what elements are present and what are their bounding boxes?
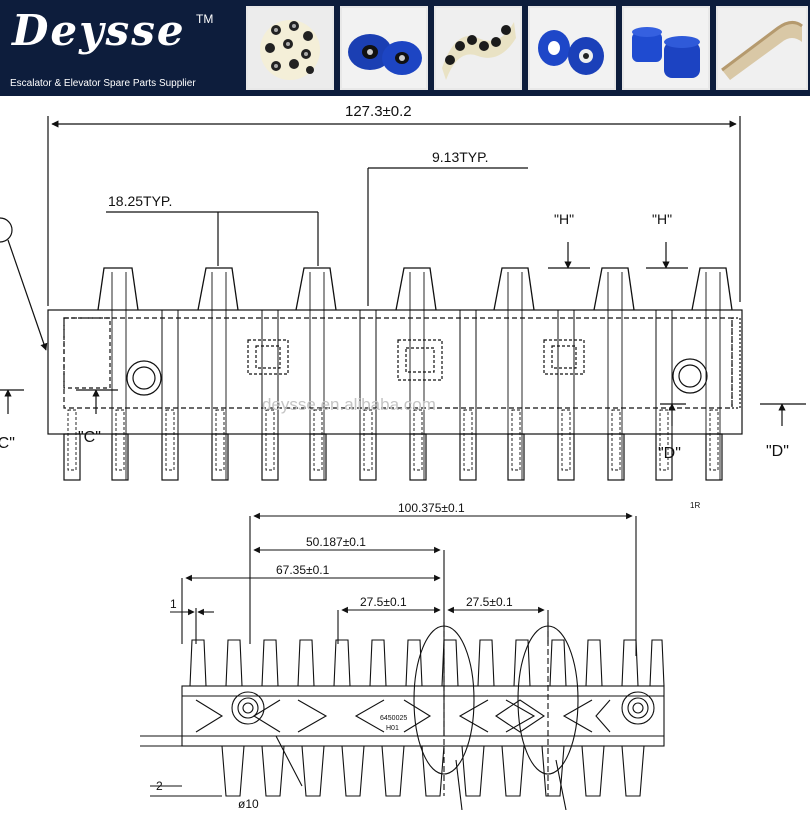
product-thumbnail-6 xyxy=(716,6,808,90)
dim-2: 2 xyxy=(156,779,163,793)
dim-50187: 50.187±0.1 xyxy=(306,535,366,549)
watermark-text: deysse.en.alibaba.com xyxy=(262,395,436,414)
dim-275-right: 27.5±0.1 xyxy=(466,595,513,609)
brand-tagline: Escalator & Elevator Spare Parts Supplie… xyxy=(10,78,196,89)
trademark-mark: TM xyxy=(196,12,214,26)
section-label-d1: "D" xyxy=(658,445,681,462)
section-label-d2: "D" xyxy=(766,443,789,460)
blue-wheels-icon xyxy=(624,8,708,88)
part-code: H01 xyxy=(386,725,399,732)
step-chain-icon xyxy=(436,8,520,88)
dim-275-left: 27.5±0.1 xyxy=(360,595,407,609)
dim-pitch: 9.13TYP. xyxy=(432,149,489,165)
dim-spacing: 18.25TYP. xyxy=(108,193,172,209)
product-thumbnail-1 xyxy=(246,6,334,90)
dim-overall: 127.3±0.2 xyxy=(345,103,412,120)
header-banner: Deysse TM Escalator & Elevator Spare Par… xyxy=(0,0,810,96)
top-view xyxy=(0,116,806,481)
dim-phi10: ø10 xyxy=(238,797,259,810)
bottom-view xyxy=(140,512,665,811)
roller-chain-icon xyxy=(248,8,332,88)
blue-rollers-icon xyxy=(530,8,614,88)
dim-100375: 100.375±0.1 xyxy=(398,501,465,515)
corner-mark: 1R xyxy=(690,501,700,510)
dim-1: 1 xyxy=(170,597,177,611)
product-thumbnail-3 xyxy=(434,6,522,90)
handrail-icon xyxy=(718,8,806,88)
technical-drawing: 127.3±0.2 9.13TYP. 18.25TYP. "H" "H" "C"… xyxy=(0,96,810,811)
section-label-c2: "C" xyxy=(78,429,101,446)
brand-logo: Deysse xyxy=(12,6,186,55)
product-thumbnail-4 xyxy=(528,6,616,90)
drawing-canvas: 127.3±0.2 9.13TYP. 18.25TYP. "H" "H" "C"… xyxy=(0,103,806,811)
product-thumbnail-2 xyxy=(340,6,428,90)
product-thumbnail-5 xyxy=(622,6,710,90)
part-number: 6450025 xyxy=(380,715,407,722)
blue-roller-pair-icon xyxy=(342,8,426,88)
dim-6735: 67.35±0.1 xyxy=(276,563,330,577)
section-label-h1: "H" xyxy=(554,211,574,227)
section-label-h2: "H" xyxy=(652,211,672,227)
section-label-c1: "C" xyxy=(0,435,15,452)
brand-block: Deysse TM Escalator & Elevator Spare Par… xyxy=(0,0,240,96)
